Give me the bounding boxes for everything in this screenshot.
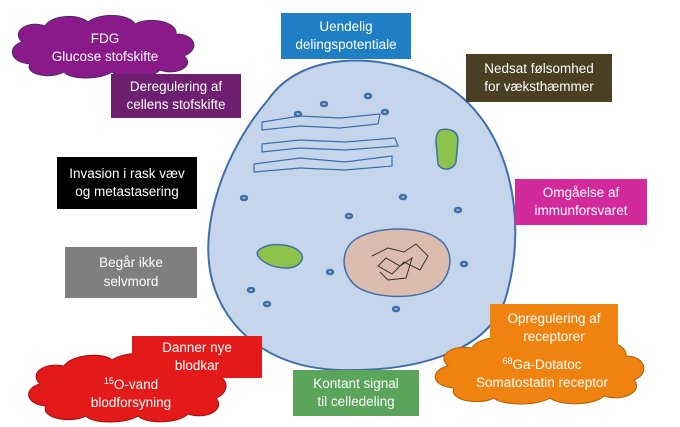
- hallmark-omgaaelse-line2: immunforsvaret: [534, 202, 627, 220]
- hallmark-opregulering: Opregulering af receptorer: [490, 304, 618, 352]
- hallmark-deregulering: Deregulering af cellens stofskifte: [111, 74, 241, 118]
- organelle-right: [436, 129, 458, 169]
- hallmark-uendelig: Uendelig delingspotentiale: [281, 13, 411, 59]
- tracer-fdg-line2: Glucose stofskifte: [52, 48, 159, 66]
- hallmark-begaar-line1: Begår ikke: [99, 254, 163, 272]
- hallmark-deregulering-line2: cellens stofskifte: [126, 96, 225, 114]
- tracer-fdg-line1: FDG: [91, 30, 120, 48]
- tracer-ga-line1: 68Ga-Dotatoc: [502, 356, 581, 374]
- hallmark-opregulering-line2: receptorer: [507, 328, 600, 346]
- hallmark-deregulering-line1: Deregulering af: [126, 78, 225, 96]
- hallmark-danner-line1: Danner nye: [162, 339, 232, 357]
- hallmark-kontant: Kontant signal til celledeling: [293, 370, 419, 416]
- tracer-ga-line2: Somatostatin receptor: [476, 374, 608, 392]
- hallmark-opregulering-line1: Opregulering af: [507, 310, 600, 328]
- tracer-o15-isotope: 15: [104, 376, 114, 386]
- hallmark-invasion-line1: Invasion i rask væv: [69, 165, 185, 183]
- tracer-o15-line1: 15O-vand: [104, 376, 158, 394]
- tracer-fdg: FDG Glucose stofskifte: [30, 24, 180, 72]
- hallmark-nedsat-line2: for væksthæmmer: [484, 78, 594, 96]
- hallmark-begaar: Begår ikke selvmord: [65, 247, 197, 298]
- tracer-ga-label: Ga-Dotatoc: [512, 357, 581, 372]
- hallmark-omgaaelse: Omgåelse af immunforsvaret: [515, 179, 647, 225]
- hallmark-nedsat: Nedsat følsomhed for væksthæmmer: [466, 54, 612, 102]
- hallmark-kontant-line1: Kontant signal: [313, 375, 399, 393]
- hallmark-invasion-line2: og metastasering: [69, 183, 185, 201]
- hallmark-uendelig-line2: delingspotentiale: [295, 36, 396, 54]
- tracer-o15: 15O-vand blodforsyning: [46, 368, 216, 420]
- tracer-ga: 68Ga-Dotatoc Somatostatin receptor: [452, 348, 632, 400]
- hallmark-kontant-line2: til celledeling: [313, 393, 399, 411]
- hallmark-begaar-line2: selvmord: [99, 273, 163, 291]
- hallmark-uendelig-line1: Uendelig: [295, 18, 396, 36]
- hallmark-invasion: Invasion i rask væv og metastasering: [57, 157, 197, 209]
- cell-membrane: [208, 61, 515, 371]
- tracer-ga-isotope: 68: [502, 356, 512, 366]
- tracer-o15-line2: blodforsyning: [91, 394, 171, 412]
- tracer-o15-label: O-vand: [114, 377, 158, 392]
- nucleus: [344, 229, 450, 296]
- hallmark-nedsat-line1: Nedsat følsomhed: [484, 60, 594, 78]
- hallmark-omgaaelse-line1: Omgåelse af: [534, 184, 627, 202]
